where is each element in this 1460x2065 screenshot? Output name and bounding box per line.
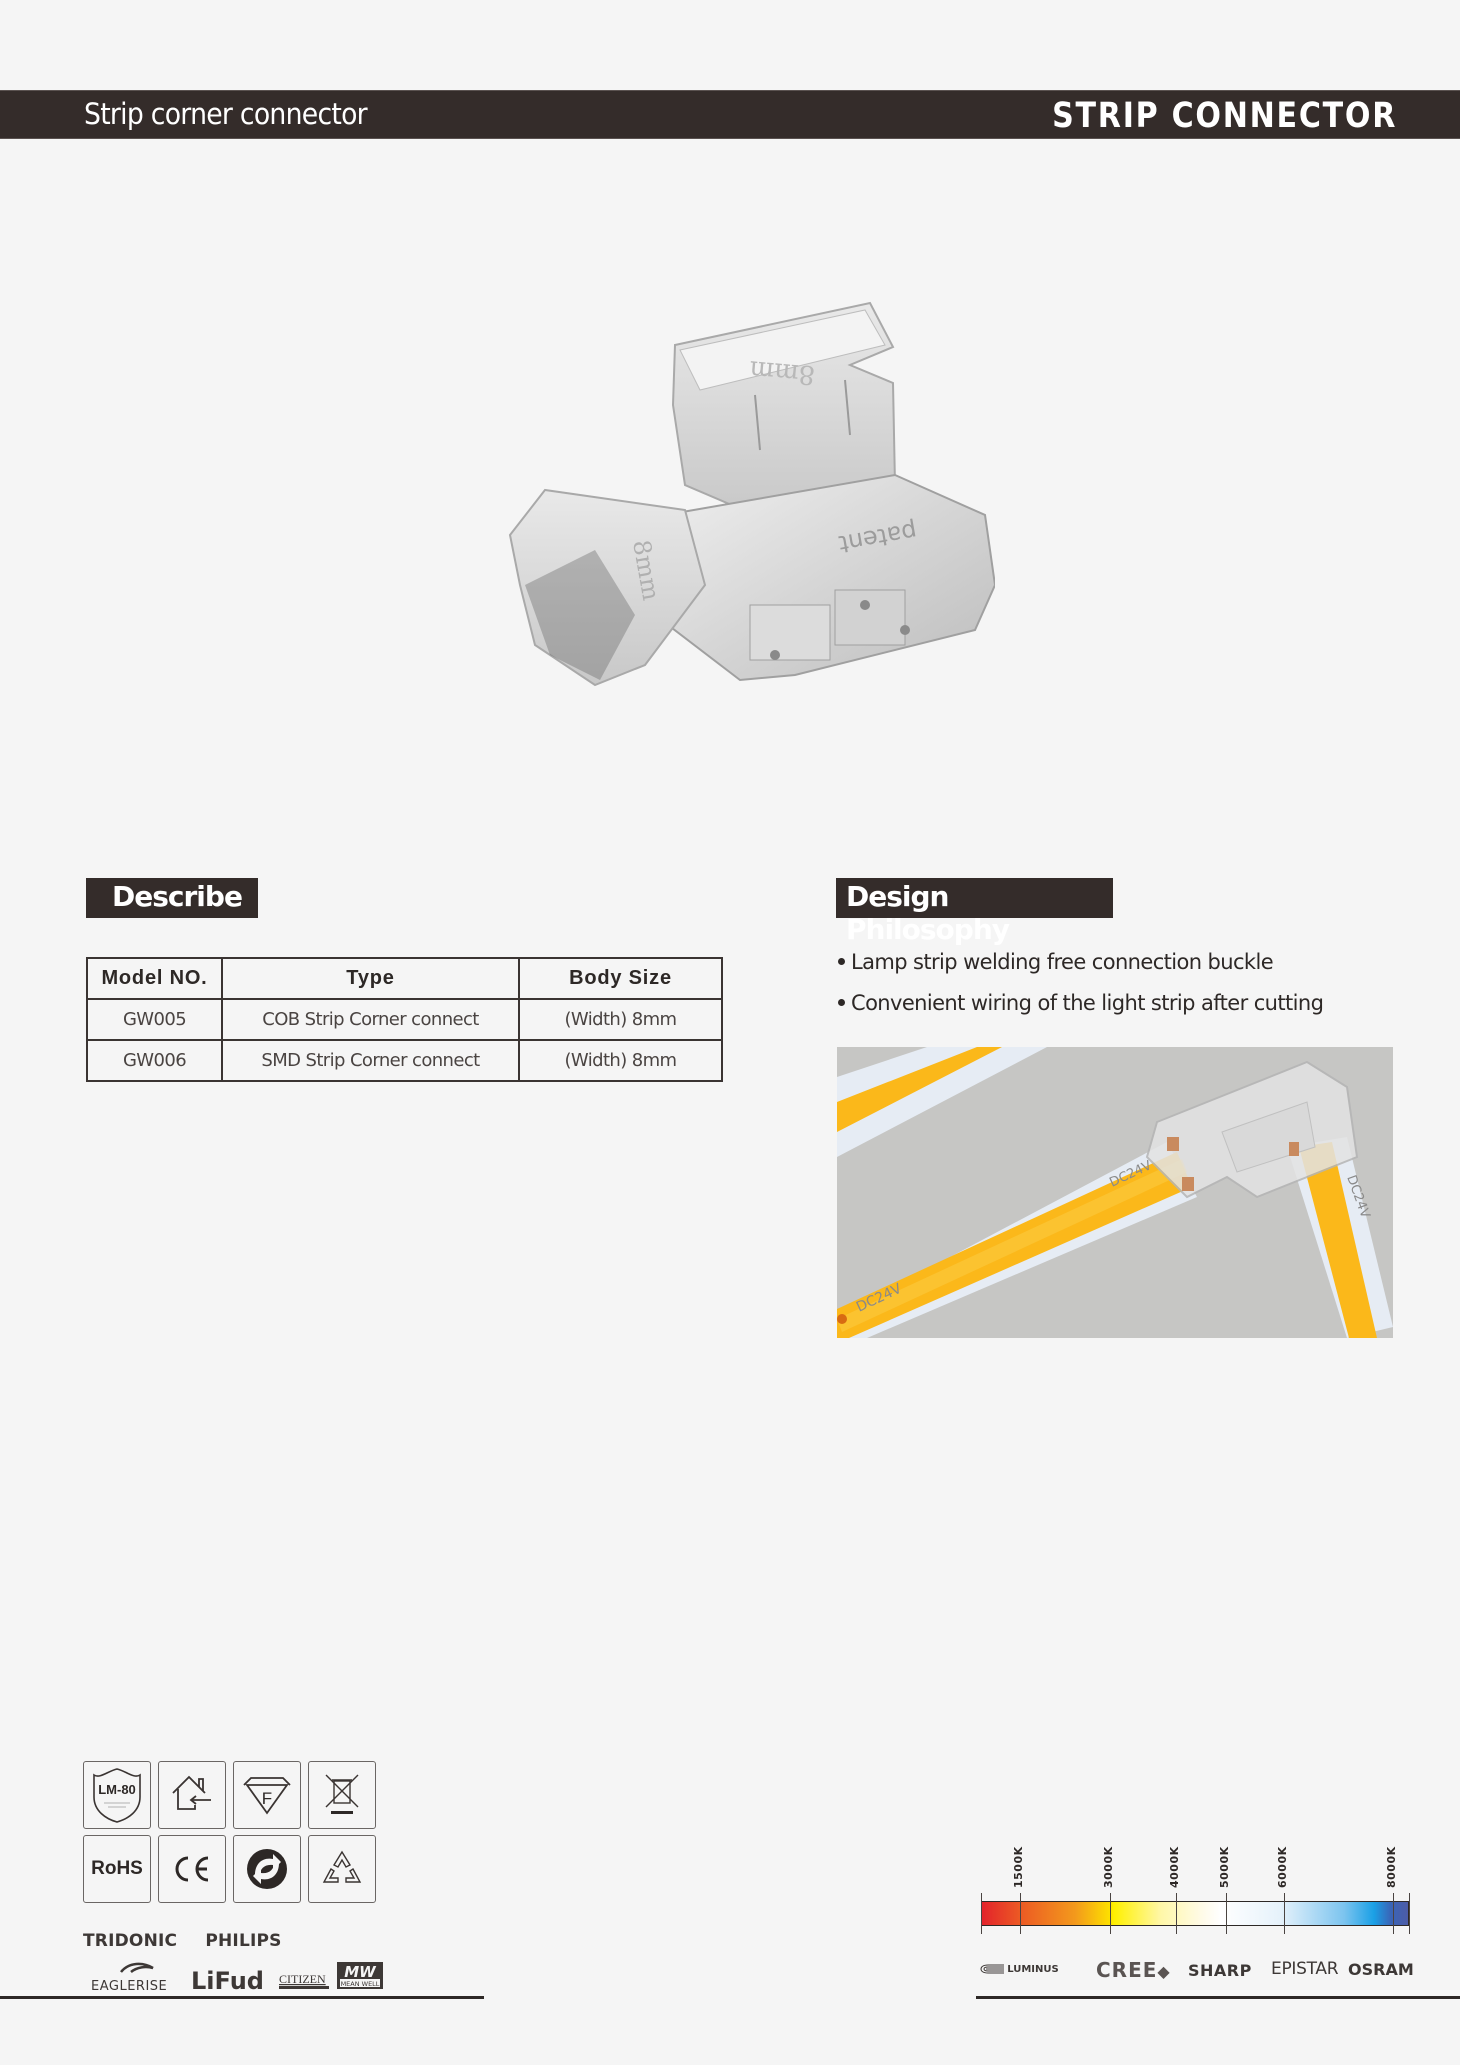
cree-logo-icon: ◆ [1157, 1962, 1171, 1981]
table-row: GW005 COB Strip Corner connect (Width) 8… [86, 998, 723, 1041]
rohs-text: RoHS [91, 1858, 143, 1879]
brand-lifud: LiFud [191, 1967, 264, 1994]
cct-label-8000k: 8000K [1385, 1846, 1398, 1888]
cct-tick [1393, 1893, 1394, 1934]
led-strip-corner-photo-icon: DC24V DC24V DC24V [837, 1047, 1393, 1338]
brand-epistar: EPISTAR [1271, 1959, 1339, 1979]
footer-divider-right [976, 1996, 1460, 1999]
cct-tick [1176, 1893, 1177, 1934]
cell-model: GW006 [86, 1039, 223, 1082]
spec-table: Model NO. Type Body Size GW005 COB Strip… [86, 957, 723, 1082]
cell-type: COB Strip Corner connect [221, 998, 520, 1041]
brand-sharp: SHARP [1188, 1961, 1252, 1980]
cct-tick [1409, 1893, 1410, 1934]
svg-text:MW: MW [344, 1963, 377, 1981]
cct-tick [1020, 1893, 1021, 1934]
bullet-icon [838, 958, 845, 965]
footer-divider-left [0, 1996, 484, 1999]
cell-model: GW005 [86, 998, 223, 1041]
cct-gradient-bar [981, 1901, 1409, 1926]
brand-eaglerise: EAGLERISE [91, 1979, 167, 1994]
design-bullet-list: Lamp strip welding free connection buckl… [836, 950, 1324, 1032]
col-type: Type [221, 957, 520, 1000]
cell-body-size: (Width) 8mm [518, 1039, 723, 1082]
brand-tridonic: TRIDONIC [83, 1931, 178, 1951]
brand-luminus: LUMINUS [1007, 1964, 1059, 1975]
cct-tick [981, 1893, 982, 1934]
driver-brands-row2: EAGLERISE LiFud CITIZEN MW MEAN WELL [91, 1960, 391, 1995]
col-model: Model NO. [86, 957, 223, 1000]
col-body-size: Body Size [518, 957, 723, 1000]
weee-bin-icon [308, 1761, 376, 1829]
svg-text:LM-80: LM-80 [98, 1782, 136, 1797]
svg-text:8mm: 8mm [748, 354, 816, 390]
brand-cree: CREE◆ [1096, 1958, 1171, 1982]
driver-brands-row1: TRIDONIC PHILIPS [83, 1931, 304, 1951]
certification-grid: LM-80 F RoHS [83, 1761, 376, 1903]
cree-text: CREE [1096, 1958, 1158, 1982]
bullet-text: Lamp strip welding free connection buckl… [851, 950, 1274, 974]
lm-80-icon: LM-80 [83, 1761, 151, 1829]
chip-brands-row: LUMINUS CREE◆ SHARP EPISTAR OSRAM [980, 1957, 1414, 1987]
list-item: Convenient wiring of the light strip aft… [836, 991, 1324, 1032]
brand-meanwell: MEAN WELL [341, 1980, 380, 1988]
cct-label-4000k: 4000K [1168, 1846, 1181, 1888]
page-title: Strip corner connector [84, 97, 368, 131]
table-row: GW006 SMD Strip Corner connect (Width) 8… [86, 1039, 723, 1082]
indoor-use-icon [158, 1761, 226, 1829]
design-philosophy-heading: Design Philosophy [836, 878, 1113, 946]
bullet-text: Convenient wiring of the light strip aft… [851, 991, 1324, 1015]
table-header-row: Model NO. Type Body Size [86, 957, 723, 1000]
application-photo: DC24V DC24V DC24V [837, 1047, 1393, 1338]
color-temperature-scale: 1500K 3000K 4000K 5000K 6000K 8000K [970, 1830, 1420, 1940]
category-title: STRIP CONNECTOR [1052, 96, 1397, 136]
cct-label-3000k: 3000K [1102, 1846, 1115, 1888]
recycle-icon [308, 1835, 376, 1903]
brand-osram: OSRAM [1348, 1960, 1414, 1979]
cell-type: SMD Strip Corner connect [221, 1039, 520, 1082]
green-dot-icon [233, 1835, 301, 1903]
luminus-logo-icon: LUMINUS [980, 1963, 1059, 1975]
cct-tick [1284, 1893, 1285, 1934]
brand-philips: PHILIPS [205, 1931, 282, 1951]
cct-tick [1226, 1893, 1227, 1934]
describe-heading: Describe [86, 878, 258, 918]
list-item: Lamp strip welding free connection buckl… [836, 950, 1323, 991]
product-photo: 8mm patent 8mm [505, 285, 997, 725]
cct-label-6000k: 6000K [1276, 1846, 1289, 1888]
ce-mark-icon [158, 1835, 226, 1903]
cct-label-1500k: 1500K [1012, 1846, 1025, 1888]
corner-connector-photo-icon: 8mm patent 8mm [508, 301, 997, 687]
svg-text:F: F [262, 1789, 272, 1808]
bullet-icon [838, 999, 845, 1006]
cct-tick [1110, 1893, 1111, 1934]
eaglerise-logo-icon [120, 1962, 154, 1974]
header-band: Strip corner connector STRIP CONNECTOR [0, 90, 1460, 139]
f-mark-icon: F [233, 1761, 301, 1829]
brand-citizen: CITIZEN [279, 1972, 326, 1986]
cell-body-size: (Width) 8mm [518, 998, 723, 1041]
rohs-icon: RoHS [83, 1835, 151, 1903]
cct-label-5000k: 5000K [1218, 1846, 1231, 1888]
